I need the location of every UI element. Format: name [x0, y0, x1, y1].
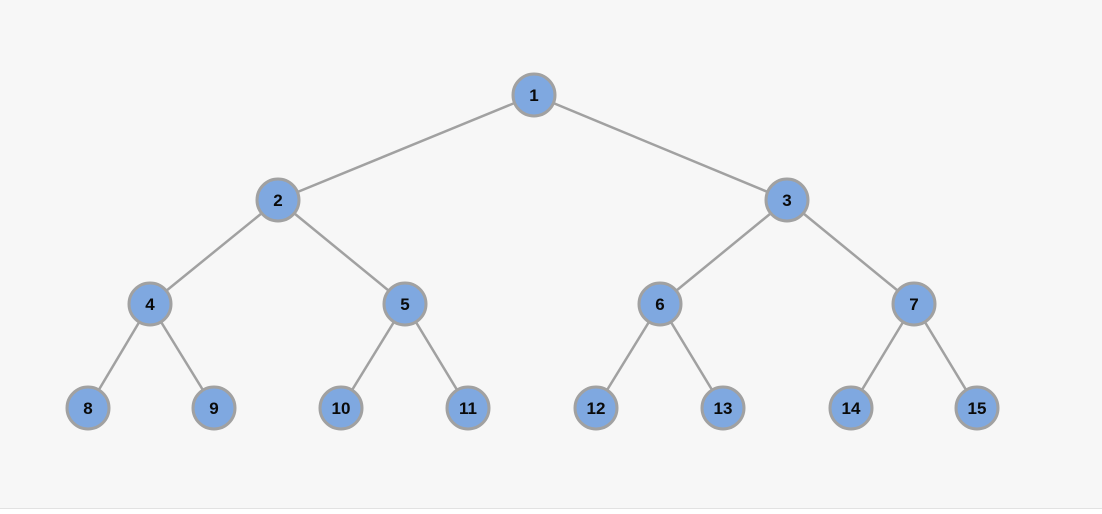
tree-node-9[interactable]: 9: [191, 385, 237, 431]
tree-node-circle-10[interactable]: [318, 385, 364, 431]
tree-node-3[interactable]: 3: [764, 177, 810, 223]
tree-node-circle-4[interactable]: [127, 281, 173, 327]
tree-node-7[interactable]: 7: [891, 281, 937, 327]
tree-node-12[interactable]: 12: [573, 385, 619, 431]
tree-node-1[interactable]: 1: [511, 72, 557, 118]
tree-node-10[interactable]: 10: [318, 385, 364, 431]
tree-node-circle-5[interactable]: [382, 281, 428, 327]
tree-edge-3-6: [659, 199, 788, 305]
tree-node-circle-13[interactable]: [700, 385, 746, 431]
tree-node-4[interactable]: 4: [127, 281, 173, 327]
tree-edge-2-4: [149, 199, 279, 305]
tree-node-5[interactable]: 5: [382, 281, 428, 327]
tree-edge-1-3: [533, 93, 788, 202]
tree-edge-3-7: [786, 199, 915, 305]
tree-node-circle-11[interactable]: [445, 385, 491, 431]
tree-edge-1-2: [277, 93, 535, 202]
tree-node-circle-8[interactable]: [65, 385, 111, 431]
tree-node-circle-7[interactable]: [891, 281, 937, 327]
tree-node-2[interactable]: 2: [255, 177, 301, 223]
tree-node-circle-12[interactable]: [573, 385, 619, 431]
tree-node-circle-14[interactable]: [828, 385, 874, 431]
tree-node-13[interactable]: 13: [700, 385, 746, 431]
tree-edge-2-5: [277, 199, 406, 305]
tree-node-circle-3[interactable]: [764, 177, 810, 223]
tree-node-circle-6[interactable]: [637, 281, 683, 327]
tree-node-15[interactable]: 15: [954, 385, 1000, 431]
tree-node-circle-9[interactable]: [191, 385, 237, 431]
tree-node-11[interactable]: 11: [445, 385, 491, 431]
tree-node-14[interactable]: 14: [828, 385, 874, 431]
tree-node-8[interactable]: 8: [65, 385, 111, 431]
tree-node-circle-2[interactable]: [255, 177, 301, 223]
tree-node-circle-1[interactable]: [511, 72, 557, 118]
tree-node-circle-15[interactable]: [954, 385, 1000, 431]
tree-node-6[interactable]: 6: [637, 281, 683, 327]
